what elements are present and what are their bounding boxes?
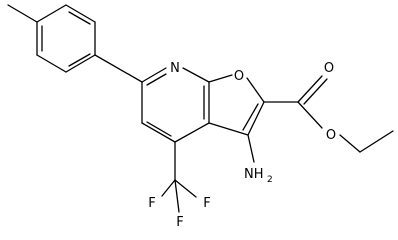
fluorine-left-label: F [148,196,155,211]
molecule-drawing: N O O O NH 2 F F F [7,4,394,230]
aryl-link-bond [94,54,143,83]
amine-subscript: 2 [267,175,273,185]
fluorine-right-label: F [203,196,210,211]
methyl-bond [7,4,38,23]
amine-bond [247,134,255,163]
furan-ring [208,74,265,136]
carbonyl-oxygen-label: O [324,61,334,76]
amine-label: NH [244,167,264,182]
ester-oxygen-label: O [326,128,336,143]
pyridine-nitrogen-label: N [170,61,180,76]
pyridine-ring [141,67,210,143]
trifluoromethyl-group [161,141,197,213]
tolyl-ring [36,4,96,73]
furan-oxygen-label: O [234,69,244,84]
ester-group [263,75,394,153]
chemical-structure-diagram: N O O O NH 2 F F F [7,4,394,230]
fluorine-bottom-label: F [176,215,183,230]
